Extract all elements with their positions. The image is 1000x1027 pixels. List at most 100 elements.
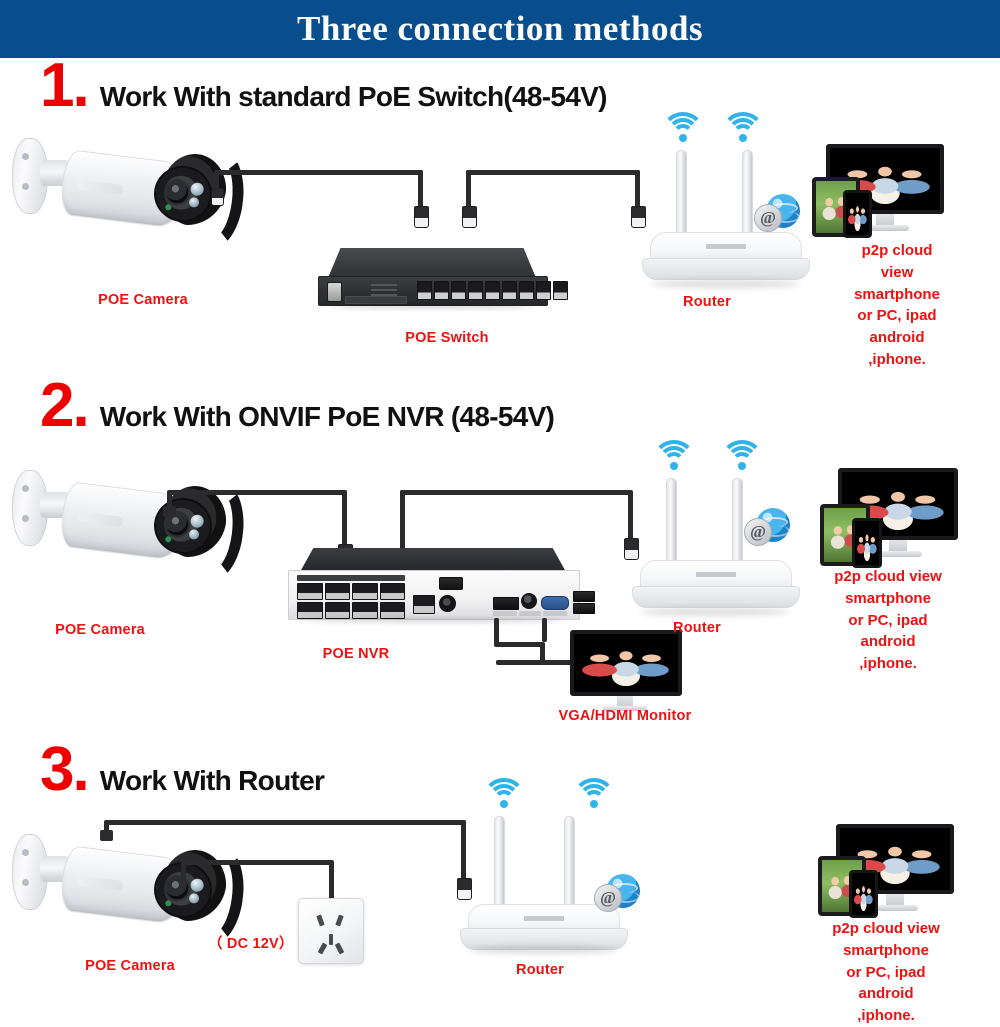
monitor-neck xyxy=(886,894,904,906)
section-1-title: Work With standard PoE Switch(48-54V) xyxy=(99,81,608,112)
camera-lens-icon xyxy=(164,180,190,205)
nvr-lan-port xyxy=(413,595,435,614)
nvr-poe-port xyxy=(297,602,323,619)
wifi-signal-icon xyxy=(652,440,696,470)
label-poe-camera-2: POE Camera xyxy=(55,622,145,638)
cloud-text-line-1: p2p cloud view smartphone xyxy=(854,242,940,303)
section-3-title: Work With Router xyxy=(99,765,325,796)
ethernet-cable xyxy=(167,490,347,495)
nvr-top-panel xyxy=(300,548,566,572)
camera-mount-bracket xyxy=(12,834,48,910)
ethernet-cable xyxy=(104,820,466,825)
outlet-slot xyxy=(335,914,344,927)
section-2-title: Work With ONVIF PoE NVR (48-54V) xyxy=(99,401,555,432)
section-1-number: 1. xyxy=(40,51,90,120)
switch-port xyxy=(536,281,551,300)
video-cable xyxy=(494,642,544,647)
router-antenna xyxy=(564,816,575,914)
label-p2p-cloud-1: p2p cloud view smartphone or PC, ipad an… xyxy=(846,240,949,371)
nvr-poe-port-row-top xyxy=(297,583,405,600)
router-brand-logo xyxy=(696,572,736,577)
nvr-shadow xyxy=(302,618,564,623)
cable-plug xyxy=(163,506,176,517)
wifi-signal-icon xyxy=(572,778,616,808)
monitor-foot xyxy=(603,706,647,711)
nvr-poe-group-label xyxy=(297,575,405,581)
smartphone-device-1 xyxy=(843,190,872,238)
rj45-connector xyxy=(457,878,472,900)
label-vga-hdmi-monitor: VGA/HDMI Monitor xyxy=(558,708,692,724)
nvr-vga-port xyxy=(541,596,569,610)
vga-hdmi-monitor xyxy=(570,630,682,711)
outlet-slot xyxy=(316,914,325,927)
at-symbol-icon: @ xyxy=(754,204,782,232)
label-router-1: Router xyxy=(683,294,731,310)
rj45-connector xyxy=(631,206,646,228)
monitor-foot xyxy=(861,225,909,231)
ethernet-cable xyxy=(635,170,640,210)
cloud-globe-icon: @ xyxy=(594,872,640,918)
ethernet-cable xyxy=(342,490,347,548)
nvr-dc-power-jack xyxy=(439,595,456,612)
nvr-usb-port xyxy=(573,591,595,602)
camera-status-led-icon xyxy=(164,203,172,211)
label-poe-nvr: POE NVR xyxy=(322,646,390,662)
cloud-text-line-2: or PC, ipad android ,iphone. xyxy=(848,611,928,673)
ethernet-cable xyxy=(214,170,423,175)
label-p2p-cloud-3: p2p cloud view smartphone or PC, ipad an… xyxy=(829,918,943,1027)
rj45-connector xyxy=(624,538,639,560)
section-1-heading: 1. Work With standard PoE Switch(48-54V) xyxy=(40,51,608,120)
at-symbol-icon: @ xyxy=(594,884,622,912)
cloud-text-line-2: or PC, ipad android ,iphone. xyxy=(857,307,937,368)
nvr-audio-out-port xyxy=(521,593,537,609)
label-router-3: Router xyxy=(516,962,564,978)
switch-port xyxy=(468,281,483,300)
outlet-ground-slot xyxy=(329,934,333,945)
nvr-poe-group-1 xyxy=(297,575,405,619)
rj45-connector xyxy=(414,206,429,228)
monitor-foot xyxy=(872,905,918,911)
video-cable xyxy=(494,618,499,644)
cloud-globe-icon: @ xyxy=(754,192,800,238)
switch-power-button-icon xyxy=(327,282,342,302)
label-p2p-cloud-2: p2p cloud view smartphone or PC, ipad an… xyxy=(832,566,944,675)
outlet-slot xyxy=(317,942,328,955)
power-cable xyxy=(329,860,334,908)
switch-port xyxy=(451,281,466,300)
switch-led-indicators xyxy=(371,284,405,299)
cloud-text-line-2: or PC, ipad android ,iphone. xyxy=(846,963,926,1025)
switch-rj45-port-row xyxy=(417,281,568,300)
ethernet-cable xyxy=(466,170,640,175)
router-antenna xyxy=(494,816,505,914)
router-brand-logo xyxy=(524,916,564,921)
switch-port xyxy=(417,281,432,300)
router-shadow xyxy=(640,608,790,616)
wifi-signal-icon xyxy=(661,112,705,142)
router-shadow xyxy=(468,946,618,954)
ethernet-cable xyxy=(418,170,423,210)
ethernet-cable xyxy=(167,492,172,510)
label-poe-camera-1: POE Camera xyxy=(98,292,188,308)
router-device-3 xyxy=(460,816,628,956)
ethernet-cable xyxy=(214,172,219,192)
nvr-power-switch-icon xyxy=(439,577,463,590)
camera-status-led-icon xyxy=(164,535,172,543)
switch-port xyxy=(553,281,568,300)
screen-content-image xyxy=(574,634,678,692)
nvr-poe-port xyxy=(379,583,405,600)
nvr-usb-port xyxy=(573,603,595,614)
label-router-2: Router xyxy=(673,620,721,636)
ethernet-cable xyxy=(400,490,632,495)
ethernet-cable xyxy=(461,820,466,882)
monitor-foot xyxy=(874,551,922,557)
section-3-heading: 3. Work With Router xyxy=(40,739,325,801)
router-shadow xyxy=(650,280,800,288)
smartphone-device-2 xyxy=(852,518,882,568)
wall-power-outlet xyxy=(298,898,364,964)
ethernet-cable xyxy=(628,490,633,542)
page-header: Three connection methods xyxy=(0,0,1000,58)
monitor-neck xyxy=(876,214,894,226)
router-antenna xyxy=(666,478,677,572)
router-device-2 xyxy=(632,478,800,618)
section-2-number: 2. xyxy=(40,371,90,440)
